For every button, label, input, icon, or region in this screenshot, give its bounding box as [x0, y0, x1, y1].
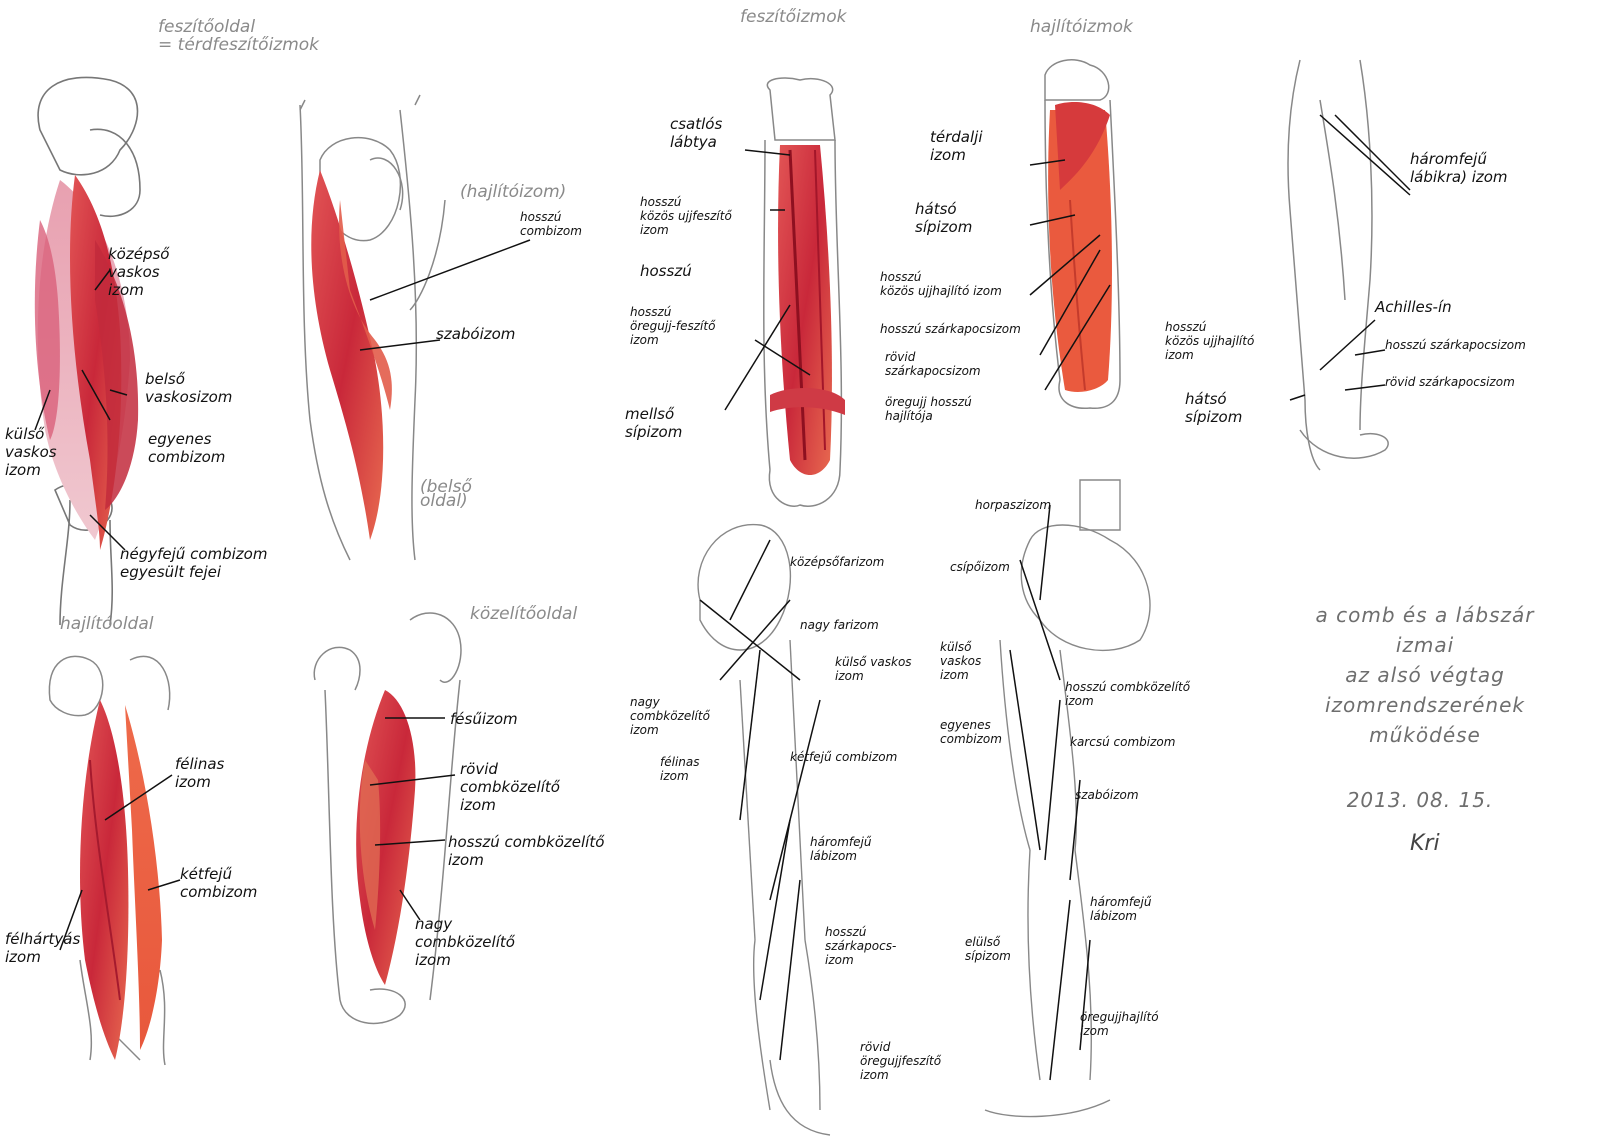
label-achilles: Achilles-ín: [1375, 298, 1452, 316]
label-gluteus-max: nagy farizom: [800, 618, 879, 632]
calf-deep-muscles: [1048, 102, 1112, 392]
label-flex-hallucis-b: öregujjhajlító izom: [1080, 1010, 1159, 1038]
sartorius-leaders: [359, 239, 531, 351]
label-hip-muscle: hosszú combizom: [520, 210, 582, 238]
note-inner-side: (belső oldal): [420, 477, 472, 511]
label-quad-inner: belső vaskosizom: [145, 370, 233, 406]
label-biceps-a: kétfejű combizom: [790, 750, 898, 764]
label-peroneus-a: hosszú szárkapocs- izom: [825, 925, 897, 967]
label-sartorius-b: szabóizom: [1075, 788, 1139, 802]
skeleton-arrows-left: [699, 539, 821, 1061]
label-rectus: egyenes combizom: [148, 430, 226, 466]
label-vastus-lat-b: külső vaskos izom: [940, 640, 982, 682]
sheet-date: 2013. 08. 15.: [1346, 788, 1494, 812]
calf-deep-leaders: [1029, 159, 1111, 391]
label-semimembranosus: félhártyás izom: [5, 930, 81, 966]
label-gastro-a: háromfejű lábizom: [810, 835, 872, 863]
calf-back-leaders: [1289, 114, 1411, 401]
label-rectus-b: egyenes combizom: [940, 718, 1002, 746]
hamstrings-figure: [48, 655, 171, 1066]
skeleton-diagram-left: [697, 523, 831, 1136]
sheet-title: a comb és a lábszár izmai az alsó végtag…: [1315, 603, 1535, 747]
label-quad-middle: középső vaskos izom: [108, 245, 170, 299]
shin-front-leaders: [724, 149, 811, 411]
heading-extensor-muscles: feszítőizmok: [740, 7, 847, 27]
label-ext-brevis-a: rövid öregujjfeszítő izom: [860, 1040, 942, 1082]
label-popliteus: térdalji izom: [930, 128, 983, 164]
label-tib-posterior: hátsó sípizom: [915, 200, 973, 236]
label-patella: csatlós lábtya: [670, 115, 723, 151]
heading-flexor-side: hajlítóoldal: [60, 614, 154, 634]
label-adductor-long-b: hosszú combközelítő izom: [1065, 680, 1191, 708]
label-quad-outer: külső vaskos izom: [5, 425, 57, 479]
skeleton-diagram-right: [984, 479, 1151, 1118]
label-flex-dig-back: hosszú közös ujjhajlító izom: [1165, 320, 1255, 362]
label-semitend-a: félinas izom: [660, 755, 700, 783]
label-ext-digitorum: hosszú közös ujjfeszítő izom: [640, 195, 732, 237]
label-sartorius: szabóizom: [436, 325, 516, 343]
label-iliopsoas: horpaszizom: [975, 498, 1052, 512]
label-gastrocnemius: háromfejű lábikra) izom: [1410, 150, 1508, 186]
quadriceps-leaders: [34, 269, 128, 551]
label-long-word: hosszú: [640, 262, 692, 280]
label-tib-anterior: mellső sípizom: [625, 405, 683, 441]
calf-back-figure: [1287, 59, 1389, 471]
label-tib-post-b: elülső sípizom: [965, 935, 1011, 963]
adductor-figure: [313, 612, 462, 1025]
label-add-longus: hosszú combközelítő izom: [448, 833, 605, 869]
label-ext-hallucis: hosszú öregujj-feszítő izom: [630, 305, 716, 347]
label-biceps: kétfejű combizom: [180, 865, 258, 901]
shin-front-muscles: [770, 145, 845, 475]
note-hip-flexor: (hajlítóizom): [460, 182, 567, 202]
label-semitendinosus: félinas izom: [175, 755, 225, 791]
heading-adductor-side: közelítőoldal: [470, 604, 578, 624]
hamstrings-leaders: [59, 774, 181, 951]
label-gastro-b: háromfejű lábizom: [1090, 895, 1152, 923]
calf-deep-figure: [1044, 59, 1121, 409]
sartorius-figure: [299, 94, 446, 561]
label-pectineus: fésűizom: [450, 710, 518, 728]
signature: Kri: [1410, 831, 1440, 856]
label-adductor-a: nagy combközelítő izom: [630, 695, 710, 737]
quadriceps-muscles: [34, 175, 139, 550]
label-add-magnus: nagy combközelítő izom: [415, 915, 515, 969]
label-flex-hallucis: öregujj hosszú hajlítója: [885, 395, 972, 423]
label-peroneus-short-back: rövid szárkapocsizom: [1385, 375, 1515, 389]
label-quad-tendon: négyfejű combizom egyesült fejei: [120, 545, 268, 581]
sartorius-muscles: [311, 170, 392, 540]
hamstrings-muscles: [80, 700, 162, 1060]
label-peroneus-long-back: hosszú szárkapocsizom: [1385, 338, 1526, 352]
label-peroneus-long: hosszú szárkapocsizom: [880, 322, 1021, 336]
shin-front-figure: [763, 77, 843, 507]
adductor-muscles: [356, 690, 416, 985]
adductor-leaders: [369, 717, 456, 921]
heading-flexor-muscles: hajlítóizmok: [1030, 17, 1133, 37]
label-iliac: csípőizom: [950, 560, 1010, 574]
label-vastus-lat-a: külső vaskos izom: [835, 655, 912, 683]
heading-extensor-side: feszítőoldal = térdfeszítőizmok: [158, 17, 320, 55]
label-peroneus-short: rövid szárkapocsizom: [885, 350, 981, 378]
skeleton-arrows-right: [1009, 504, 1091, 1081]
label-tib-post-back: hátsó sípizom: [1185, 390, 1243, 426]
label-gracilis-b: karcsú combizom: [1070, 735, 1176, 749]
label-add-brevis: rövid combközelítő izom: [460, 760, 560, 814]
label-flex-digitorum: hosszú közös ujjhajlító izom: [880, 270, 1002, 298]
label-mid-gluteal: középsőfarizom: [790, 555, 885, 569]
